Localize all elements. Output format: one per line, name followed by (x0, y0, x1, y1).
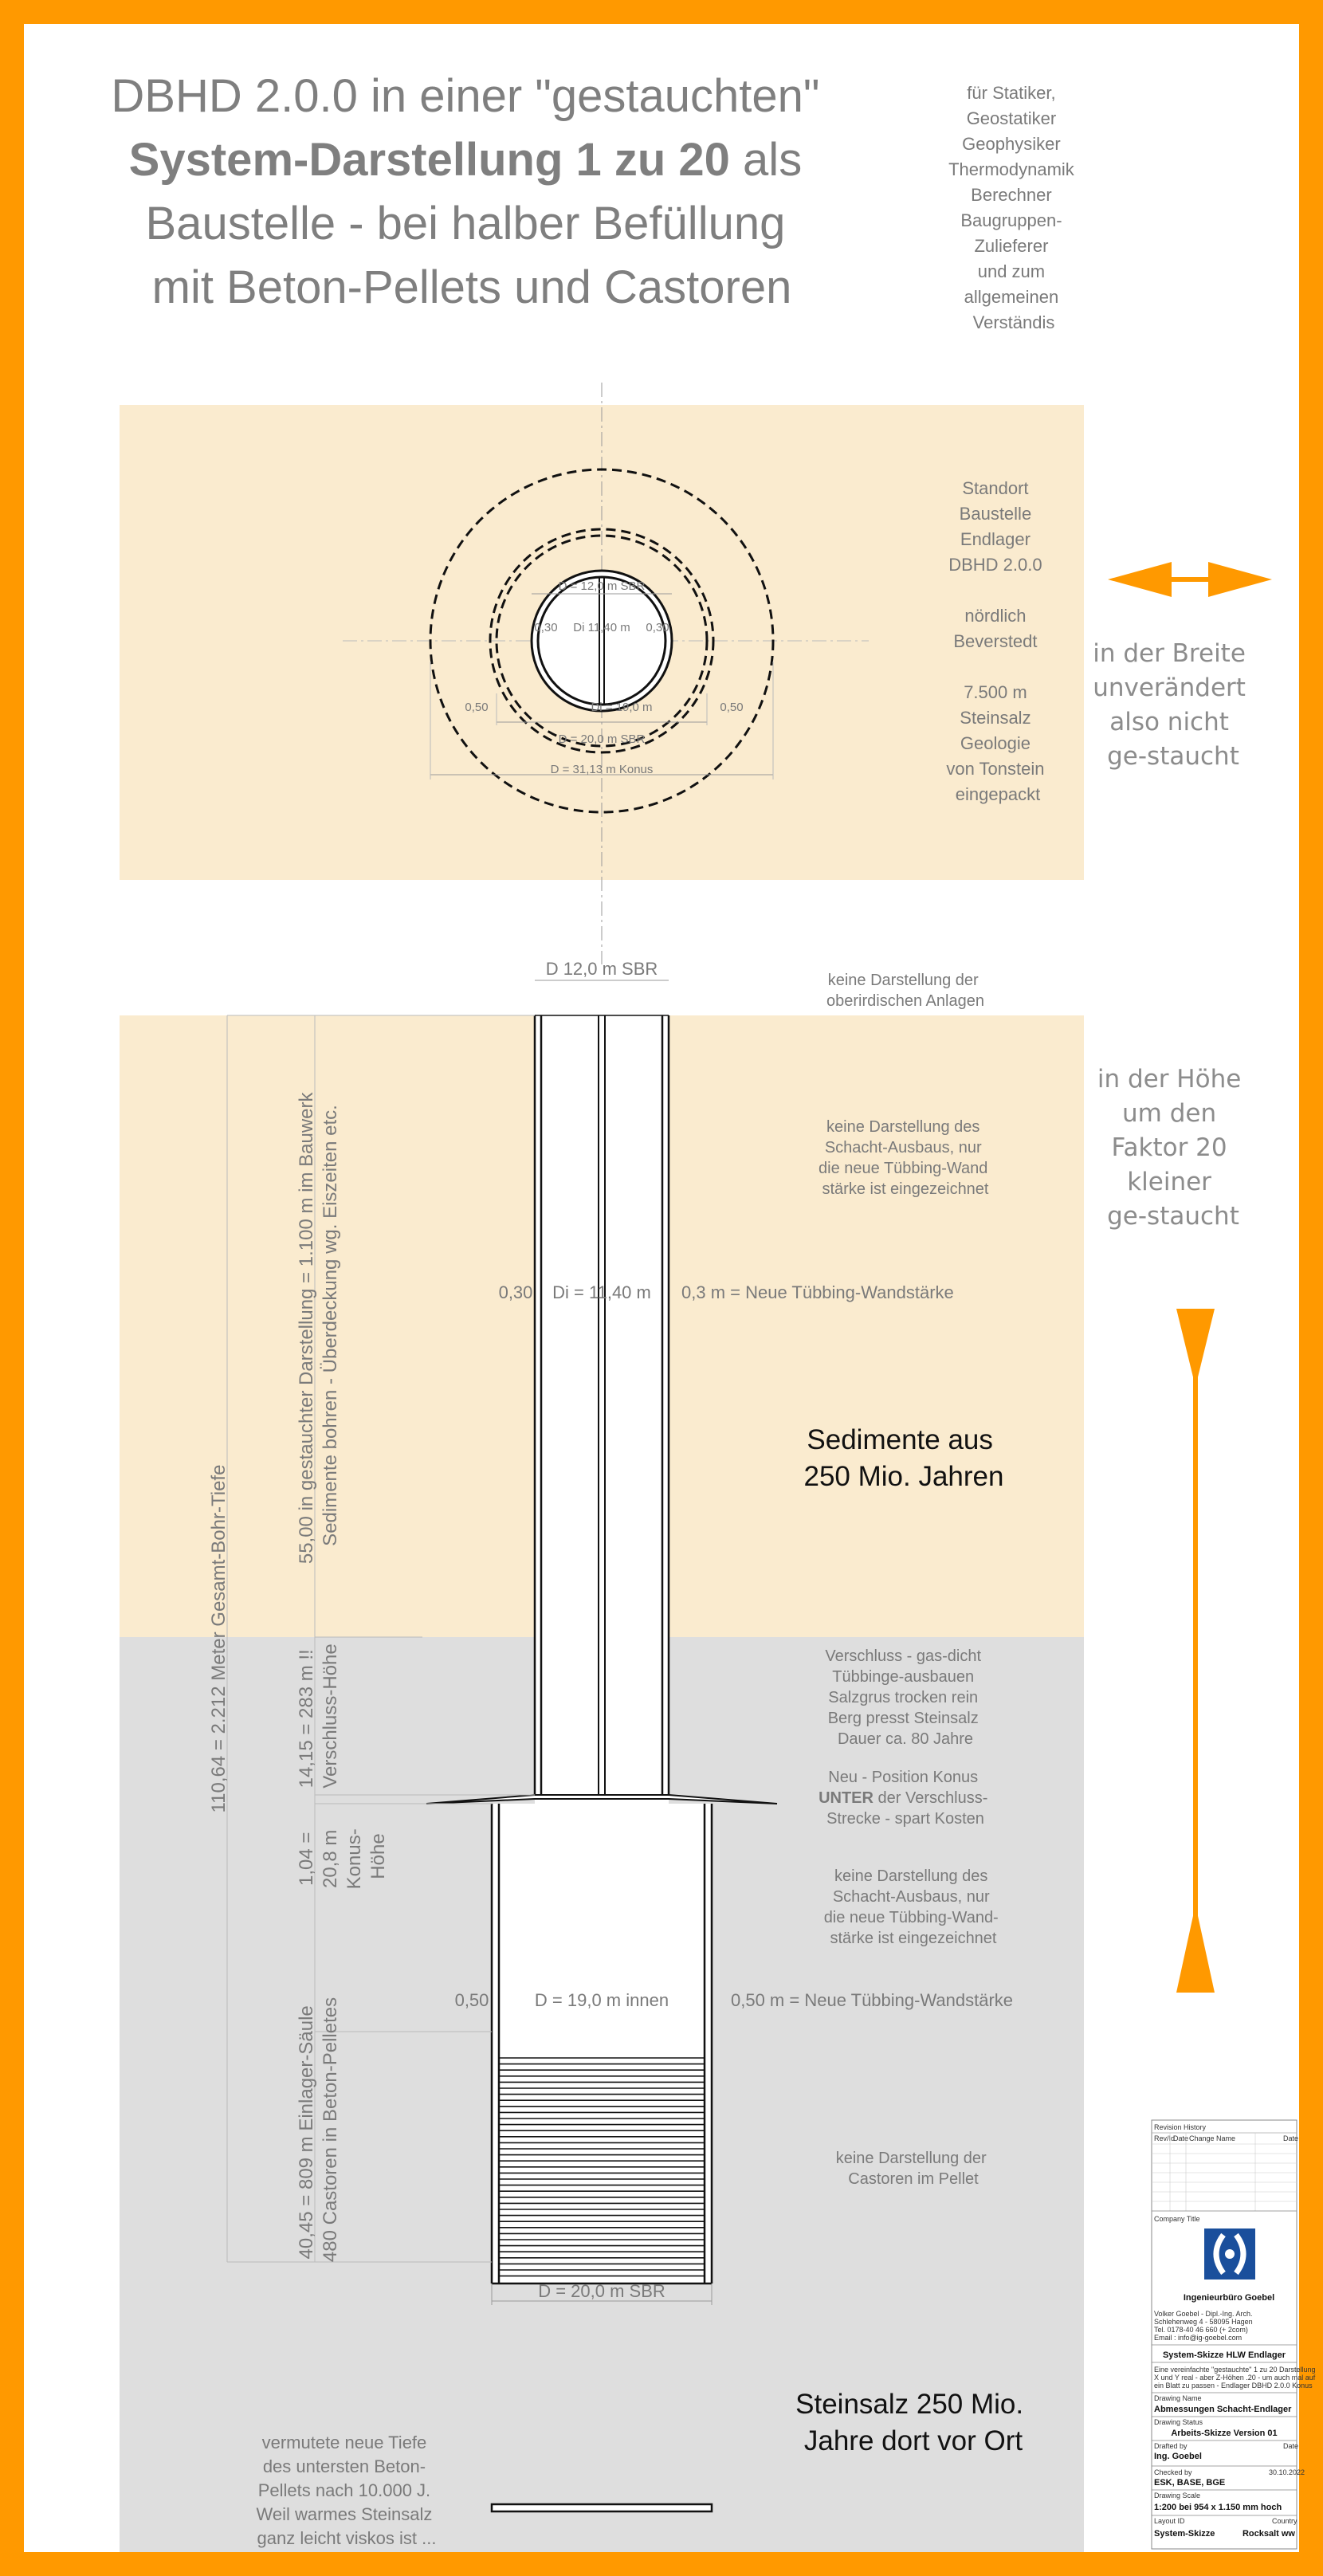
drawing-sheet: DBHD 2.0.0 in einer "gestauchten" System… (24, 24, 1316, 2552)
title-block: Revision History Rev/Id Date Change Name… (1151, 2119, 1316, 2550)
note-castor: keine Darstellung der Castoren im Pellet (836, 2150, 991, 2188)
note-lower-lining: keine Darstellung des Schacht-Ausbaus, n… (824, 1867, 1003, 1947)
tb-checked-label: Checked by (1154, 2468, 1192, 2476)
tb-drawing-name-label: Drawing Name (1154, 2394, 1202, 2402)
company-logo-icon (1204, 2228, 1255, 2280)
label-wall-050-right: 0,50 (720, 701, 743, 714)
tb-checked-by: ESK, BASE, BGE (1154, 2478, 1225, 2488)
tb-drafted-label: Drafted by (1154, 2442, 1188, 2450)
note-upper-lining: keine Darstellung des Schacht-Ausbaus, n… (819, 1118, 992, 1198)
tb-rev-col-4: Date (1283, 2134, 1298, 2142)
outer-sbr-circle-a (489, 528, 715, 754)
tb-drafted-by: Ing. Goebel (1154, 2452, 1202, 2461)
tb-drawing-title: System-Skizze HLW Endlager (1163, 2350, 1286, 2360)
label-bottom-d20: D = 20,0 m SBR (538, 2281, 665, 2301)
tb-status: Arbeits-Skizze Version 01 (1171, 2429, 1277, 2438)
label-top-d12: D 12,0 m SBR (546, 959, 658, 979)
tb-country: Rocksalt ww (1243, 2529, 1295, 2539)
tb-address-1: Volker Goebel - Dipl.-Ing. Arch. (1154, 2310, 1253, 2318)
label-d-12-sbr: D = 12,0 m SBR (559, 579, 646, 593)
schematic-drawing: DBHD 2.0.0 in einer "gestauchten" System… (111, 70, 1316, 2552)
tb-drawing-name: Abmessungen Schacht-Endlager (1154, 2405, 1292, 2414)
label-upper-wall-note: 0,3 m = Neue Tübbing-Wandstärke (681, 1282, 954, 1302)
label-wall-030-right: 0,30 (646, 621, 669, 634)
label-cone-height: 1,04 = 20,8 m Konus- Höhe (296, 1824, 389, 1890)
location-info: Standort Baustelle Endlager DBHD 2.0.0 n… (946, 478, 1049, 804)
tb-company-title-label: Company Title (1154, 2215, 1200, 2223)
label-d-cone: D = 31,13 m Konus (551, 763, 654, 776)
vertical-dimension-lines (226, 1015, 535, 2263)
height-note: in der Höhe um den Faktor 20 kleiner ge-… (1097, 1065, 1249, 1231)
note-cone-position: Neu - Position Konus UNTER der Verschlus… (819, 1769, 992, 1828)
rock-salt-label: Steinsalz 250 Mio. Jahre dort vor Ort (795, 2389, 1031, 2456)
label-di-11-40: Di 11,40 m (573, 621, 630, 634)
audience-list: für Statiker, Geostatiker Geophysiker Th… (948, 83, 1079, 332)
tb-address-2: Schlehenweg 4 - 58095 Hagen (1154, 2318, 1253, 2326)
tb-rev-col-3: Change Name (1189, 2134, 1235, 2142)
tb-desc-1: Eine vereinfachte "gestauchte" 1 zu 20 D… (1154, 2366, 1316, 2374)
tb-desc-3: ein Blatt zu passen - Endlager DBHD 2.0.… (1154, 2382, 1313, 2389)
tb-checked-date: 30.10.2022 (1269, 2468, 1305, 2476)
page-title: DBHD 2.0.0 in einer "gestauchten" System… (111, 70, 832, 313)
section-view: D 12,0 m SBR D = 20,0 m SBR 0,30 Di = 11… (426, 959, 1013, 2513)
label-upper-wall-030: 0,30 (499, 1282, 533, 1302)
label-wall-050-left: 0,50 (465, 701, 488, 714)
label-lower-wall-050: 0,50 (455, 1990, 489, 2010)
outer-sbr-circle-b (495, 534, 709, 748)
label-lower-wall-note: 0,50 m = Neue Tübbing-Wandstärke (731, 1990, 1013, 2010)
tb-country-label: Country (1272, 2517, 1297, 2525)
tb-rev-col-2: Date (1173, 2134, 1188, 2142)
plan-view: D = 12,0 m SBR Di 11,40 m 0,30 0,30 Di =… (429, 468, 775, 814)
tb-rev-col-1: Rev/Id (1154, 2134, 1175, 2142)
label-lower-d-19: D = 19,0 m innen (535, 1990, 669, 2010)
tb-address-4: Email : info@ig-goebel.com (1154, 2334, 1242, 2342)
tb-address-3: Tel. 0178-40 46 660 (+ 2com) (1154, 2326, 1248, 2334)
tb-scale: 1:200 bei 954 x 1.150 mm hoch (1154, 2503, 1282, 2512)
label-d-20-sbr: D = 20,0 m SBR (559, 732, 646, 746)
tb-company-name: Ingenieurbüro Goebel (1184, 2293, 1274, 2303)
upper-shaft-interior (535, 1015, 669, 1820)
label-seal-height: 14,15 = 283 m !! Verschluss-Höhe (296, 1643, 341, 1788)
note-future-depth: vermutete neue Tiefe des untersten Beton… (256, 2433, 437, 2548)
label-sediment-height: 55,00 in gestauchter Darstellung = 1.100… (296, 1087, 341, 1564)
label-wall-030-left: 0,30 (534, 621, 557, 634)
tb-revision-label: Revision History (1154, 2123, 1207, 2131)
width-note: in der Breite unverändert also nicht ge-… (1093, 639, 1254, 771)
inner-sbr-inner-ring (536, 575, 667, 706)
label-di-19: Di = 19,0 m (591, 701, 652, 714)
tb-status-label: Drawing Status (1154, 2418, 1203, 2426)
note-above-ground: keine Darstellung der oberirdischen Anla… (826, 972, 984, 1010)
future-pellet-position (490, 2503, 713, 2513)
label-upper-di: Di = 11,40 m (552, 1282, 651, 1302)
double-arrow-vertical-icon (1176, 1309, 1215, 1993)
tb-layout-id: System-Skizze (1154, 2529, 1215, 2539)
tb-desc-2: X und Y real - aber Z-Höhen .20 - um auc… (1154, 2374, 1316, 2382)
lower-shaft-interior (492, 1804, 712, 2283)
label-total-depth: 110,64 = 2.212 Meter Gesamt-Bohr-Tiefe (208, 1465, 230, 1813)
tb-scale-label: Drawing Scale (1154, 2492, 1200, 2499)
tb-date-label-1: Date (1283, 2442, 1298, 2450)
label-storage-column: 40,45 = 809 m Einlager-Säule 480 Castore… (296, 1997, 341, 2262)
cone-circle (429, 468, 775, 814)
sediment-label: Sedimente aus 250 Mio. Jahren (804, 1424, 1004, 1492)
double-arrow-horizontal-icon (1108, 562, 1272, 597)
tb-layout-label: Layout ID (1154, 2517, 1185, 2525)
pellet-layers (499, 2057, 705, 2277)
note-seal: Verschluss - gas-dicht Tübbinge-ausbauen… (825, 1647, 985, 1748)
